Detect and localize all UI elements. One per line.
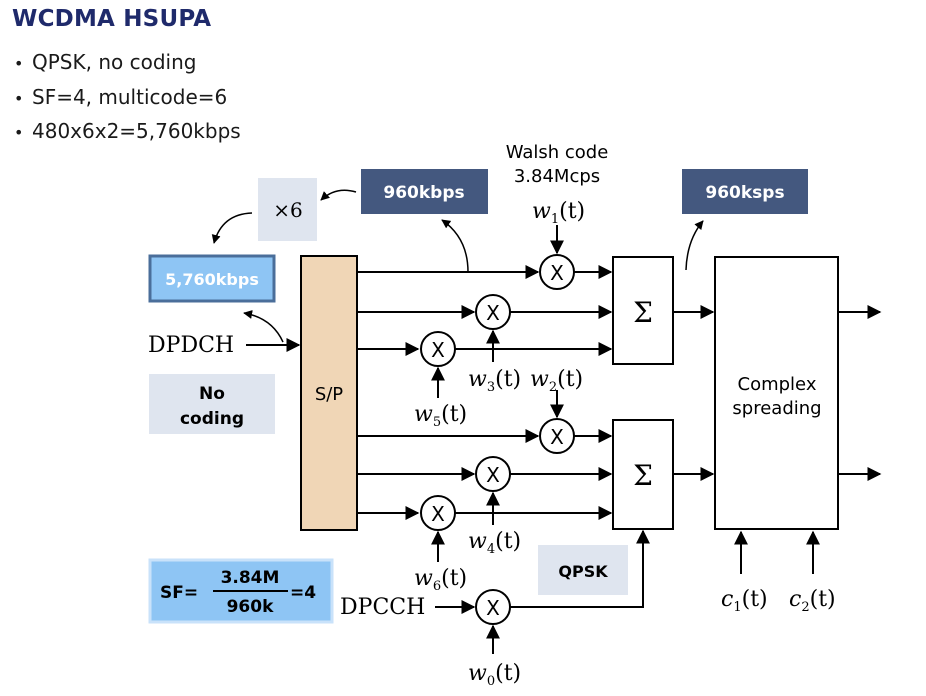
w6-sub: 6 [433, 579, 441, 594]
w4-base: w [468, 529, 487, 554]
w0-label: w0(t) [468, 661, 521, 689]
w6-base: w [414, 566, 433, 591]
curve-arrow-960kbps [441, 219, 469, 273]
no-coding-line2: coding [180, 409, 244, 429]
curve-arrow-to-5760 [211, 212, 253, 244]
walsh-code-label: Walsh code [506, 142, 609, 163]
badge-960kbps: 960kbps [361, 169, 488, 214]
badge-960ksps-text: 960ksps [705, 183, 784, 203]
multiplier-w1: X [539, 254, 575, 290]
w3-arg: (t) [495, 367, 521, 392]
sum-symbol-lower: Σ [633, 459, 653, 492]
bullet-item: •QPSK, no coding [14, 50, 197, 74]
badge-x6-text: ×6 [273, 198, 302, 222]
w1-sub: 1 [551, 212, 559, 227]
no-coding-line1: No [199, 384, 225, 404]
badge-5760kbps-text: 5,760kbps [165, 270, 259, 289]
sum-block-upper [612, 256, 674, 365]
w2-arg: (t) [557, 367, 583, 392]
w4-sub: 4 [487, 542, 495, 557]
w1-arg: (t) [559, 199, 585, 224]
w0-base: w [468, 661, 487, 686]
qpsk-text: QPSK [558, 562, 608, 581]
bullet-list: •QPSK, no coding •SF=4, multicode=6 •480… [14, 46, 241, 150]
w4-label: w4(t) [468, 529, 521, 557]
curve-arrow-960ksps [685, 220, 704, 271]
sf-denominator: 960k [227, 597, 274, 617]
w5-arg: (t) [441, 402, 467, 427]
multiplier-w3: X [475, 294, 511, 330]
dpcch-to-sum-line [510, 529, 650, 608]
sf-numerator: 3.84M [221, 568, 280, 588]
chip-rate-label: 3.84Mcps [514, 166, 600, 187]
sum-block-lower [612, 419, 674, 530]
multiplier-w6: X [420, 495, 456, 531]
w3-label: w3(t) [468, 367, 521, 395]
multiplier-symbol: X [486, 463, 500, 487]
bullet-item: •480x6x2=5,760kbps [14, 119, 241, 143]
bullet-text: QPSK, no coding [32, 50, 197, 74]
c1-sub: 1 [733, 600, 741, 615]
w5-sub: 5 [433, 415, 441, 430]
bullet-text: 480x6x2=5,760kbps [32, 119, 241, 143]
multiplier-symbol: X [550, 425, 564, 449]
w5-base: w [414, 402, 433, 427]
w5-label: w5(t) [414, 402, 467, 430]
c1-label: c1(t) [721, 587, 768, 615]
multiplier-w5: X [420, 331, 456, 367]
bullet-item: •SF=4, multicode=6 [14, 84, 228, 109]
multiplier-symbol: X [486, 596, 500, 620]
multiplier-w2: X [539, 418, 575, 454]
badge-qpsk: QPSK [538, 545, 628, 595]
sf-formula-box: SF= 3.84M 960k =4 [148, 558, 334, 624]
complex-label-line1: Complex [738, 374, 817, 395]
w1-label: w1(t) [532, 199, 585, 227]
sf-suffix: =4 [290, 583, 316, 603]
slide-title: WCDMA HSUPA [12, 6, 212, 32]
multiplier-w4: X [475, 456, 511, 492]
w6-label: w6(t) [414, 566, 467, 594]
sum-symbol-upper: Σ [633, 296, 653, 329]
w6-arg: (t) [441, 566, 467, 591]
w3-base: w [468, 367, 487, 392]
sp-label: S/P [315, 384, 343, 405]
c2-arg: (t) [810, 587, 836, 612]
badge-multiplier-x6: ×6 [258, 178, 317, 241]
c2-label: c2(t) [789, 587, 836, 615]
badge-960ksps: 960ksps [682, 169, 808, 214]
bullet-text: SF=4, multicode=6 [32, 84, 228, 109]
w2-base: w [530, 367, 549, 392]
c2-base: c [789, 587, 801, 612]
badge-no-coding: No coding [149, 374, 275, 434]
w3-sub: 3 [487, 380, 495, 395]
multiplier-symbol: X [486, 301, 500, 325]
multiplier-symbol: X [431, 338, 445, 362]
badge-960kbps-text: 960kbps [383, 183, 464, 203]
badge-5760kbps: 5,760kbps [148, 254, 276, 303]
c1-arg: (t) [742, 587, 768, 612]
multiplier-w0: X [475, 589, 511, 625]
complex-label-line2: spreading [732, 398, 821, 419]
curve-arrow-to-x6 [320, 189, 357, 201]
multiplier-symbol: X [550, 261, 564, 285]
w2-sub: 2 [549, 380, 557, 395]
dpcch-label: DPCCH [340, 595, 425, 620]
w4-arg: (t) [495, 529, 521, 554]
w1-base: w [532, 199, 551, 224]
serial-to-parallel-block [300, 255, 358, 531]
w0-sub: 0 [487, 674, 495, 689]
sf-prefix: SF= [160, 583, 198, 603]
multiplier-symbol: X [431, 502, 445, 526]
w0-arg: (t) [495, 661, 521, 686]
c1-base: c [721, 587, 733, 612]
complex-spreading-block [714, 256, 839, 530]
w2-label: w2(t) [530, 367, 583, 395]
dpdch-label: DPDCH [148, 333, 234, 358]
curve-arrow-dpdch [243, 309, 284, 343]
c2-sub: 2 [801, 600, 809, 615]
